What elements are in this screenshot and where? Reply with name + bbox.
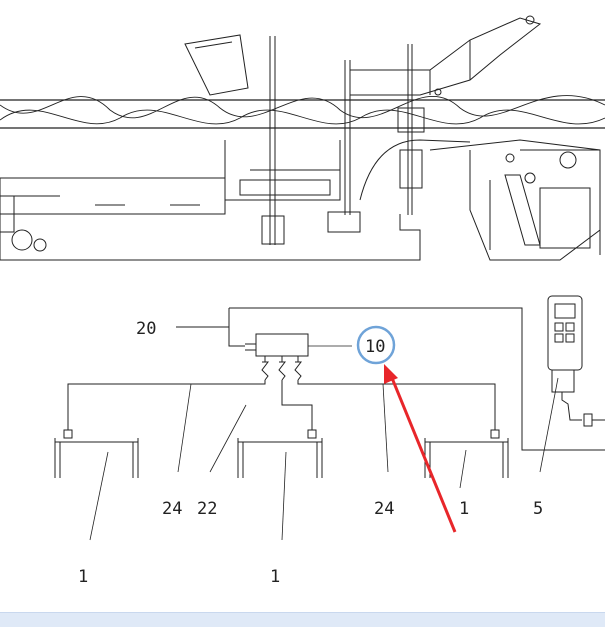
machine-assembly	[0, 15, 605, 261]
bottom-bar	[0, 612, 605, 627]
red-arrow	[384, 364, 457, 533]
label-1-left: 1	[78, 567, 88, 587]
label-10: 10	[365, 337, 385, 357]
feeder-left	[54, 438, 139, 478]
distributor-box	[255, 333, 309, 357]
feeder-middle	[237, 438, 323, 478]
feeder-right	[424, 438, 509, 478]
label-24-right: 24	[374, 499, 394, 519]
highlight-circle	[356, 325, 396, 365]
controller-unit	[547, 295, 583, 371]
label-22: 22	[197, 499, 217, 519]
schematic	[54, 295, 605, 541]
label-20: 20	[136, 319, 156, 339]
label-24-left: 24	[162, 499, 182, 519]
label-1-right: 1	[459, 499, 469, 519]
label-1-middle: 1	[270, 567, 280, 587]
label-5: 5	[533, 499, 543, 519]
